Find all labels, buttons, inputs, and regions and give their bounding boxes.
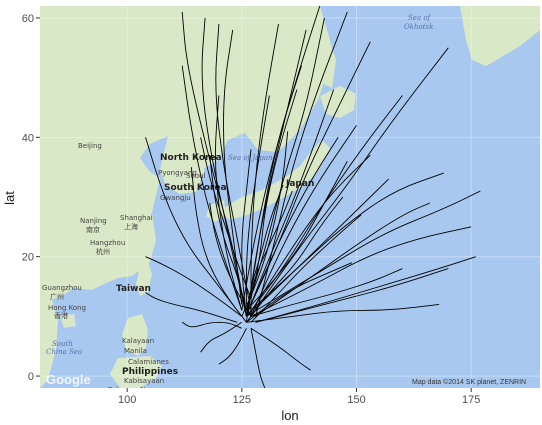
label-hangzhou: Hangzhou xyxy=(90,239,125,247)
land-japan-honshu xyxy=(218,140,330,220)
typhoon-track-4 xyxy=(223,29,243,305)
typhoon-track-44 xyxy=(246,262,353,323)
typhoon-track-3 xyxy=(215,23,252,311)
label-shanghai: Shanghai xyxy=(120,214,153,222)
label-south-china-sea-1: South xyxy=(52,340,73,348)
label-kabisayaan: Kabisayaan xyxy=(124,377,164,385)
label-hong-kong: Hong Kong xyxy=(48,304,86,312)
typhoon-track-22 xyxy=(145,256,243,317)
label-manila: Manila xyxy=(124,347,147,355)
label-south-china-sea-2: China Sea xyxy=(46,348,82,356)
land-philippines-luzon xyxy=(122,314,148,356)
label-south-korea: South Korea xyxy=(164,183,227,193)
typhoon-track-40 xyxy=(250,47,449,317)
y-tick-label-0: 0 xyxy=(28,371,34,383)
x-axis: 100 125 150 175 xyxy=(118,388,480,406)
typhoon-track-24 xyxy=(190,167,247,323)
y-axis-title: lat xyxy=(2,191,17,205)
label-sea-of-okhotsk-1: Sea of xyxy=(408,14,432,22)
land-sakhalin xyxy=(318,36,336,88)
typhoon-track-42 xyxy=(250,137,339,305)
typhoon-track-18 xyxy=(250,125,357,317)
typhoon-track-8 xyxy=(255,11,348,317)
label-beijing: Beijing xyxy=(78,142,102,150)
typhoon-track-10 xyxy=(246,95,403,317)
y-tick-label-2: 40 xyxy=(22,132,34,144)
typhoon-track-50 xyxy=(241,6,321,311)
typhoon-track-45 xyxy=(245,184,284,317)
label-north-korea: North Korea xyxy=(160,153,222,163)
label-shanghai-cn: 上海 xyxy=(124,222,138,231)
typhoon-track-41 xyxy=(200,321,243,353)
google-logo: Google xyxy=(46,372,91,387)
land-taiwan xyxy=(136,262,152,296)
label-guangzhou: Guangzhou xyxy=(42,284,82,292)
typhoon-track-32 xyxy=(181,321,242,329)
label-negros: Negros xyxy=(140,386,165,394)
typhoon-track-31 xyxy=(218,328,247,365)
map-attribution: Map data ©2014 SK planet, ZENRIN xyxy=(412,378,526,386)
typhoon-track-49 xyxy=(246,190,481,317)
land-kamchatka xyxy=(460,6,540,66)
label-taiwan: Taiwan xyxy=(116,284,151,294)
typhoon-track-39 xyxy=(209,155,247,311)
typhoon-track-33 xyxy=(250,268,403,317)
label-seoul: Seoul xyxy=(186,172,205,180)
x-tick-label-2: 150 xyxy=(347,394,365,406)
grid xyxy=(40,6,540,388)
label-nanjing-cn: 南京 xyxy=(86,225,100,234)
typhoon-track-29 xyxy=(250,327,311,371)
label-sea-of-okhotsk-2: Okhotsk xyxy=(404,23,433,31)
label-guangzhou-cn: 广州 xyxy=(50,292,64,301)
label-kalayaan: Kalayaan xyxy=(122,337,154,345)
typhoon-track-43 xyxy=(246,178,389,317)
y-tick-label-3: 60 xyxy=(22,13,34,25)
label-hangzhou-cn: 杭州 xyxy=(96,247,110,256)
typhoon-track-27 xyxy=(255,202,431,317)
y-tick-label-1: 20 xyxy=(22,252,34,264)
label-hong-kong-cn: 香港 xyxy=(54,311,68,320)
typhoon-track-23 xyxy=(145,292,238,323)
typhoon-track-15 xyxy=(241,131,289,317)
x-tick-label-1: 125 xyxy=(233,394,251,406)
typhoon-track-35 xyxy=(241,149,252,317)
typhoon-track-48 xyxy=(246,303,440,323)
land-vietnam xyxy=(40,298,58,388)
typhoon-track-34 xyxy=(245,190,293,311)
typhoon-track-19 xyxy=(245,95,270,305)
label-gwangju: Gwangju xyxy=(160,194,191,202)
typhoon-track-25 xyxy=(200,137,252,299)
label-philippines: Philippines xyxy=(122,367,178,377)
label-pyongyang: Pyongyang xyxy=(158,169,197,177)
typhoon-track-13 xyxy=(255,256,476,323)
typhoon-track-30 xyxy=(250,328,266,388)
typhoon-track-21 xyxy=(145,137,243,317)
label-palawan: Palawan xyxy=(108,386,137,394)
typhoon-track-46 xyxy=(181,65,243,311)
typhoon-tracks xyxy=(145,6,481,388)
typhoon-track-28 xyxy=(255,268,449,323)
typhoon-track-14 xyxy=(246,160,348,311)
typhoon-track-7 xyxy=(245,17,325,311)
typhoon-track-37 xyxy=(245,89,335,317)
typhoon-track-12 xyxy=(250,226,472,317)
land-philippines-south xyxy=(110,356,162,388)
y-axis: 0 20 40 60 xyxy=(22,13,40,383)
label-sea-of-japan: Sea of Japan xyxy=(228,154,273,162)
label-nanjing: Nanjing xyxy=(80,217,107,225)
x-axis-title: lon xyxy=(281,408,298,423)
label-calamianes: Calamianes xyxy=(128,358,169,366)
x-tick-label-0: 100 xyxy=(118,394,136,406)
typhoon-track-36 xyxy=(250,214,362,323)
typhoon-track-17 xyxy=(246,196,344,323)
typhoon-track-26 xyxy=(255,154,371,305)
land-hainan xyxy=(60,314,76,328)
land-japan-hokkaido xyxy=(320,86,356,118)
x-tick-label-3: 175 xyxy=(462,394,480,406)
typhoon-track-47 xyxy=(209,202,252,317)
